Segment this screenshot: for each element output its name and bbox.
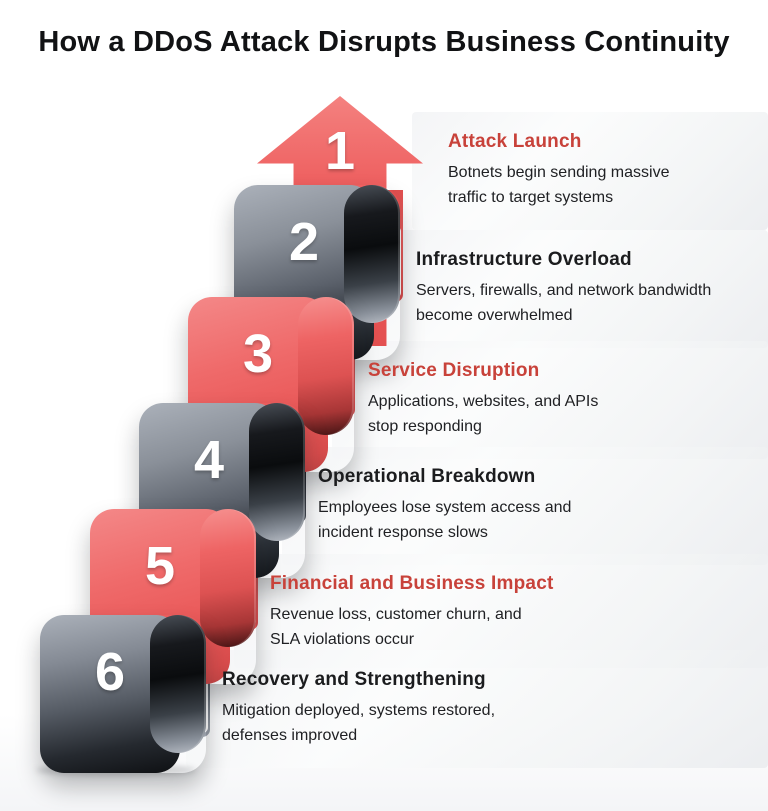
ribbon-fold [150, 615, 206, 753]
step-description: Applications, websites, and APIs stop re… [368, 393, 599, 435]
step-description: Servers, firewalls, and network bandwidt… [416, 282, 712, 324]
step-1-text: Attack Launch Botnets begin sending mass… [448, 131, 768, 210]
text-panel-6 [186, 650, 768, 768]
step-number-2: 2 [288, 212, 320, 272]
step-title: Service Disruption [368, 360, 540, 381]
step-number-1: 1 [324, 121, 356, 181]
step-description: Mitigation deployed, systems restored, d… [222, 702, 496, 744]
step-title: Operational Breakdown [318, 466, 536, 487]
step-title: Recovery and Strengthening [222, 669, 486, 690]
text-panel-3 [332, 341, 768, 459]
ribbon-fold [249, 403, 305, 541]
step-description: Botnets begin sending massive traffic to… [448, 164, 670, 206]
step-description: Employees lose system access and inciden… [318, 499, 572, 541]
step-number-6: 6 [94, 642, 126, 702]
infographic-title: How a DDoS Attack Disrupts Business Cont… [38, 26, 730, 58]
text-panel-4 [282, 447, 768, 565]
step-description: Revenue loss, customer churn, and SLA vi… [270, 606, 522, 648]
step-number-5: 5 [144, 536, 176, 596]
step-title: Attack Launch [448, 131, 582, 152]
text-panel-5 [234, 554, 768, 668]
step-3-text: Service Disruption Applications, website… [368, 360, 728, 439]
text-panel-1 [412, 112, 768, 230]
step-6-ribbon: 6 [40, 615, 206, 773]
step-title: Infrastructure Overload [416, 249, 632, 270]
ribbon-fold [298, 297, 354, 435]
text-panel-2 [380, 230, 768, 348]
step-6-text: Recovery and Strengthening Mitigation de… [222, 669, 582, 748]
step-5-text: Financial and Business Impact Revenue lo… [270, 573, 630, 652]
step-2-text: Infrastructure Overload Servers, firewal… [416, 249, 768, 328]
ribbon-fold [200, 509, 256, 647]
step-4-text: Operational Breakdown Employees lose sys… [318, 466, 678, 545]
step-number-4: 4 [193, 430, 225, 490]
step-title: Financial and Business Impact [270, 573, 554, 594]
ribbon-fold [344, 185, 400, 323]
step-number-3: 3 [242, 324, 274, 384]
